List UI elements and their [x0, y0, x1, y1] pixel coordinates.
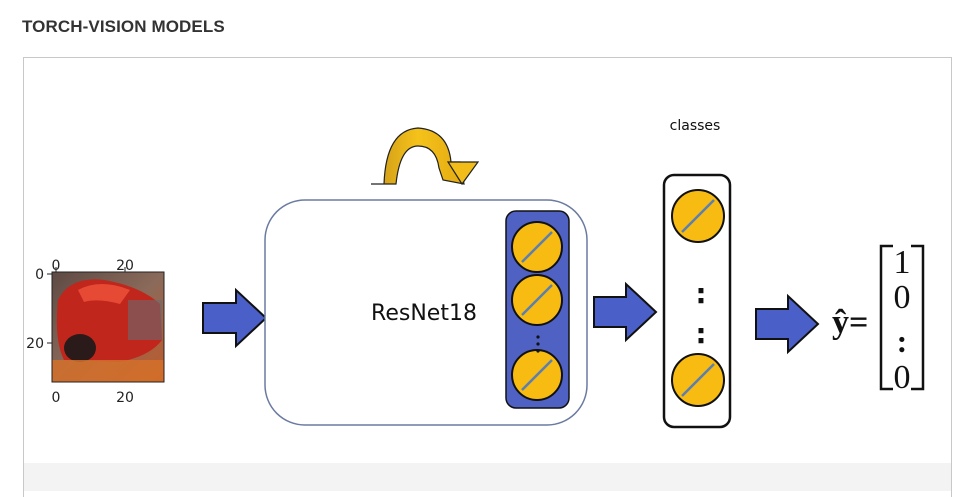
classes-ellipsis-upper: : [695, 277, 706, 310]
input-image-plot: 0 20 0 20 0 20 [24, 258, 174, 411]
car-wheel [64, 334, 96, 362]
vector-entry: : [897, 323, 908, 359]
curved-arrow-head-icon [446, 161, 480, 186]
ellipsis-dot [536, 349, 540, 353]
vector-entry: 0 [894, 279, 911, 316]
bottom-tick-label: 0 [52, 390, 61, 406]
model-label: ResNet18 [371, 301, 477, 326]
ellipsis-dot [536, 335, 540, 339]
layer-ellipsis [536, 335, 540, 353]
x-tick-label: 20 [116, 258, 134, 274]
arrow-right-icon [202, 287, 268, 349]
x-tick-label: 0 [52, 258, 61, 274]
neuron-2 [511, 274, 563, 326]
neuron-activation-line [521, 284, 553, 316]
car-road [52, 360, 164, 382]
neuron-3 [511, 349, 563, 401]
vector-entry: 0 [894, 359, 911, 396]
y-tick-label: 0 [35, 267, 44, 283]
y-tick-label: 20 [26, 336, 44, 352]
classes-label: classes [670, 118, 721, 134]
class-neuron-bottom [671, 353, 725, 407]
vector-entry: 1 [894, 244, 911, 281]
arrow-right-icon [593, 281, 658, 343]
car-windshield-highlight [78, 284, 130, 304]
neuron-activation-line [681, 363, 715, 397]
frame-footer-strip [24, 463, 951, 491]
cropped-tick-cover [24, 403, 174, 411]
curved-arrow-icon [371, 127, 465, 185]
class-neuron-top [671, 189, 725, 243]
left-bracket [879, 244, 893, 391]
arrow-right-icon [755, 293, 820, 355]
car-background-detail [128, 300, 162, 340]
yhat-label: ŷ= [832, 304, 868, 341]
neuron-activation-line [681, 199, 715, 233]
section-title: TORCH-VISION MODELS [22, 17, 225, 36]
neuron-1 [511, 221, 563, 273]
ellipsis-dot [536, 342, 540, 346]
neuron-activation-line [521, 359, 553, 391]
neuron-activation-line [521, 231, 553, 263]
bottom-tick-label: 20 [116, 390, 134, 406]
right-bracket [911, 244, 925, 391]
classes-ellipsis-lower: : [695, 317, 706, 350]
image-axes-box [51, 271, 165, 383]
